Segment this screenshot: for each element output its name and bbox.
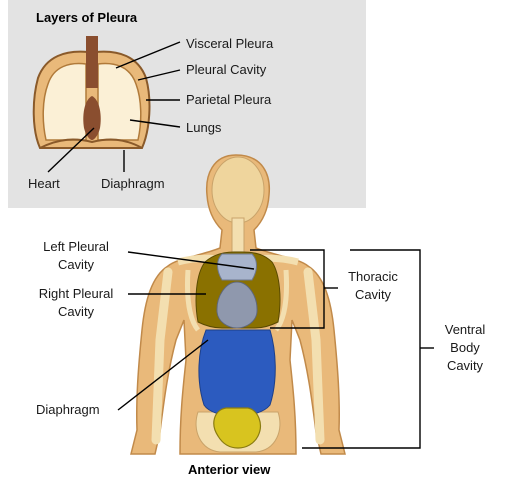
label-thoracic-line1: Thoracic xyxy=(348,269,398,284)
leader-lines xyxy=(47,41,434,449)
label-thoracic-cavity: Thoracic Cavity xyxy=(336,268,410,304)
inset-title: Layers of Pleura xyxy=(36,10,138,25)
heart-region xyxy=(216,281,258,329)
label-body-diaphragm: Diaphragm xyxy=(36,402,100,417)
body-cavities xyxy=(195,251,281,449)
inset-diaphragm xyxy=(39,138,143,149)
label-right-pleural-line2: Cavity xyxy=(57,304,95,319)
abdominal-cavity xyxy=(198,329,276,417)
label-ventral-body-cavity: Ventral Body Cavity xyxy=(432,321,498,375)
label-inset-diaphragm: Diaphragm xyxy=(101,176,165,191)
pelvic-cavity xyxy=(213,407,261,449)
label-ventral-line2: Body xyxy=(450,340,480,355)
label-pleural-cavity: Pleural Cavity xyxy=(186,62,267,77)
inset-heart xyxy=(83,96,101,140)
label-left-pleural-line1: Left Pleural xyxy=(43,239,109,254)
pleura-cross-section xyxy=(32,36,151,149)
label-parietal-pleura: Parietal Pleura xyxy=(186,92,272,107)
label-lungs: Lungs xyxy=(186,120,222,135)
label-heart: Heart xyxy=(28,176,60,191)
label-left-pleural-cavity: Left Pleural Cavity xyxy=(28,238,124,274)
caption-anterior-view: Anterior view xyxy=(188,462,271,477)
label-visceral-pleura: Visceral Pleura xyxy=(186,36,274,51)
label-right-pleural-line1: Right Pleural xyxy=(38,286,114,301)
label-right-pleural-cavity: Right Pleural Cavity xyxy=(28,285,124,321)
label-thoracic-line2: Cavity xyxy=(354,287,392,302)
label-ventral-line1: Ventral xyxy=(444,322,486,337)
label-left-pleural-line2: Cavity xyxy=(57,257,95,272)
label-ventral-line3: Cavity xyxy=(446,358,484,373)
trachea xyxy=(86,36,98,88)
